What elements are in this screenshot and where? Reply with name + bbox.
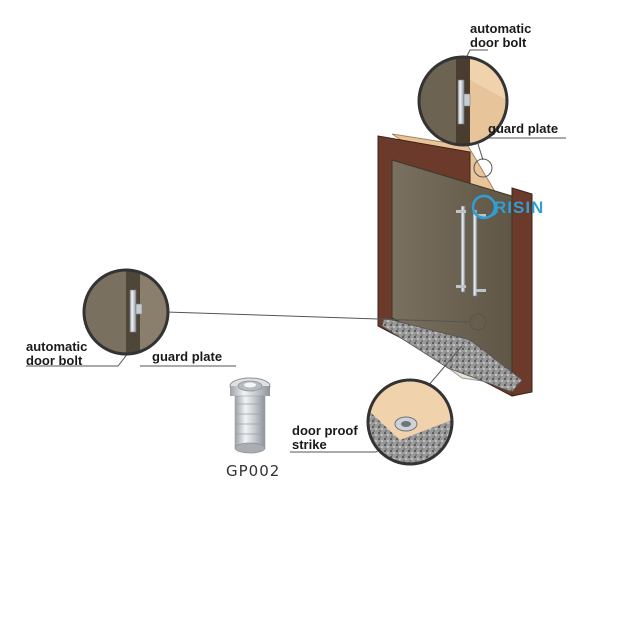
brand-name: RISIN xyxy=(494,198,544,218)
label-line: automatic xyxy=(26,339,88,354)
label-top-automatic-door-bolt: automatic door bolt xyxy=(470,22,531,50)
label-line: door bolt xyxy=(26,353,83,368)
product-gp002 xyxy=(229,377,271,454)
product-model-label: GP002 xyxy=(226,462,281,480)
label-line: door bolt xyxy=(470,35,527,50)
pull-handle-right xyxy=(472,209,478,297)
label-line: automatic xyxy=(470,21,532,36)
label-top-guard-plate: guard plate xyxy=(488,122,558,136)
label-door-proof-strike: door proof strike xyxy=(292,424,358,452)
leader-left xyxy=(165,311,471,323)
handle-mount xyxy=(456,285,466,288)
top-detail-magnifier xyxy=(417,55,509,147)
door-frame-right xyxy=(511,187,533,397)
left-detail-magnifier xyxy=(82,268,170,356)
handle-mount xyxy=(456,210,466,213)
leader-top xyxy=(477,143,484,161)
threshold xyxy=(381,317,523,393)
door-assembly xyxy=(377,133,533,397)
label-line: guard plate xyxy=(488,121,559,136)
pull-handle-left xyxy=(460,205,466,293)
brand-text: RISIN xyxy=(494,198,545,217)
label-line: strike xyxy=(292,437,327,452)
handle-mount xyxy=(476,289,486,292)
leader-strike xyxy=(427,345,463,387)
label-line: guard plate xyxy=(152,349,223,364)
handle-mount xyxy=(476,214,486,217)
strike-detail-magnifier xyxy=(366,378,454,466)
label-left-guard-plate: guard plate xyxy=(152,350,222,364)
brand-logo-mark xyxy=(471,194,497,220)
label-line: door proof xyxy=(292,423,358,438)
label-left-automatic-door-bolt: automatic door bolt xyxy=(26,340,87,368)
